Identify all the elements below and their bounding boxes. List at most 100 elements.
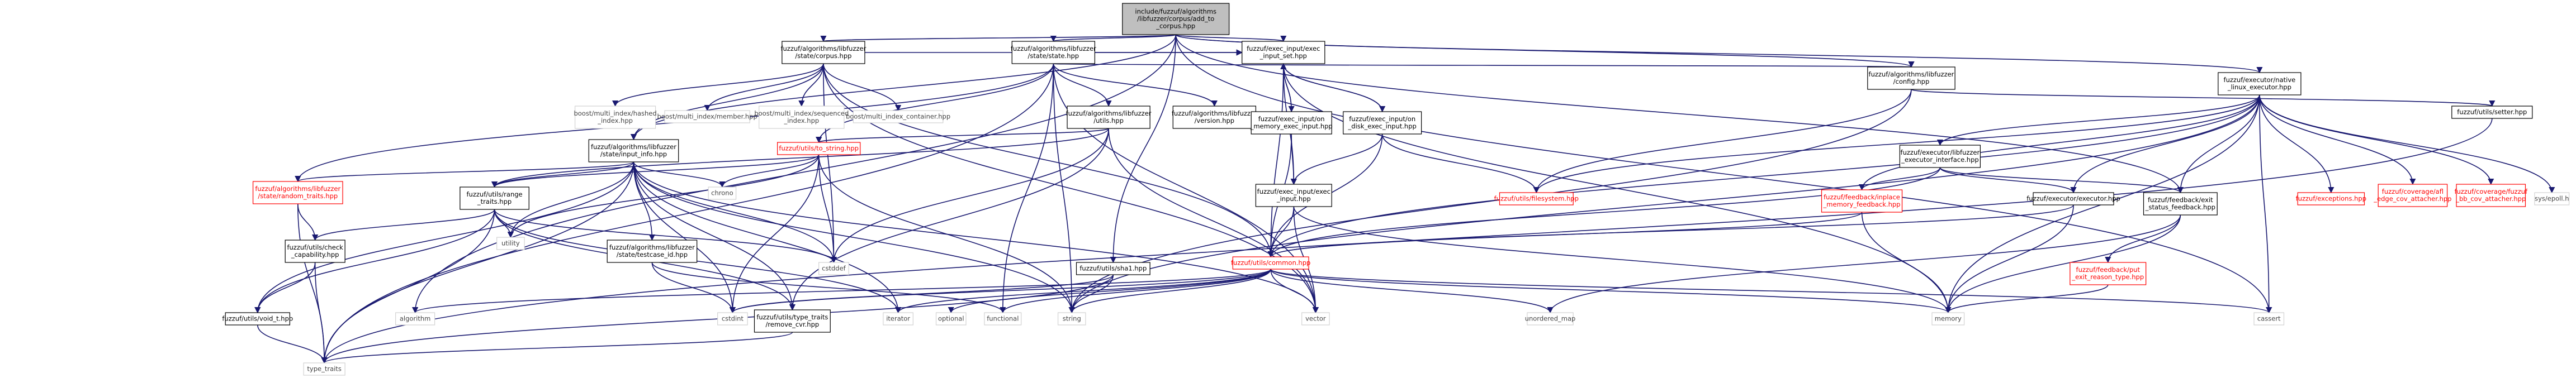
node-executor-if[interactable]: fuzzuf/executor/libfuzzer_executor_inter… — [1899, 145, 1981, 168]
edge-input-info-to-random-traits — [295, 161, 634, 183]
node-label: fuzzuf/utils/void_t.hpp — [222, 315, 293, 323]
node-corpus[interactable]: fuzzuf/algorithms/libfuzzer/state/corpus… — [780, 41, 866, 64]
node-version[interactable]: fuzzuf/algorithms/libfuzzer/version.hpp — [1172, 106, 1257, 129]
edge-common-to-optional — [948, 269, 1271, 314]
node-mi-container: boost/multi_index_container.hpp — [846, 110, 950, 123]
node-label: fuzzuf/utils/range — [467, 190, 523, 198]
node-box — [460, 186, 529, 210]
node-exceptions[interactable]: fuzzuf/exceptions.hpp — [2296, 192, 2366, 205]
node-label: boost/multi_index/sequenced — [754, 109, 849, 117]
edge-executor-if-to-inplace-fb — [1858, 167, 1941, 191]
edge-execinput-set-to-common — [1267, 63, 1284, 258]
edge-exit-status-fb-to-exit-reason — [2105, 214, 2181, 264]
node-box — [2378, 184, 2448, 207]
node-label: /remove_cvr.hpp — [766, 320, 820, 328]
edge-disk-exec-input-to-execinput-set — [1280, 63, 1383, 112]
node-box — [883, 312, 913, 326]
node-range-traits[interactable]: fuzzuf/utils/range_traits.hpp — [460, 186, 529, 210]
node-label: fuzzuf/algorithms/libfuzzer — [609, 243, 695, 251]
node-label: _exit_reason_type.hpp — [2071, 273, 2144, 281]
edge-range-traits-to-void-t — [254, 209, 495, 314]
edge-native-linux-to-afl-edge — [2259, 94, 2416, 185]
node-label: _edge_cov_attacher.hpp — [2373, 195, 2451, 203]
node-label: fuzzuf/algorithms/libfuzzer — [1066, 109, 1152, 117]
edge-executor-if-to-executor — [1939, 167, 2077, 194]
node-exit-reason[interactable]: fuzzuf/feedback/put_exit_reason_type.hpp — [2070, 262, 2147, 285]
edge-corpus-to-common — [823, 63, 1274, 258]
node-label: functional — [987, 315, 1019, 323]
edge-common-to-unordered-map — [1270, 269, 1554, 314]
node-native-linux[interactable]: fuzzuf/executor/native_linux_executor.hp… — [2218, 72, 2302, 95]
node-box — [1251, 111, 1332, 135]
node-fuzzuf-bb[interactable]: fuzzuf/coverage/fuzzuf_bb_cov_attacher.h… — [2454, 184, 2528, 207]
node-filesystem[interactable]: fuzzuf/utils/filesystem.hpp — [1494, 192, 1579, 205]
edge-testcase-id-to-cstdint — [651, 262, 736, 314]
node-disk-exec-input[interactable]: fuzzuf/exec_input/on_disk_exec_input.hpp — [1343, 111, 1422, 135]
edge-to-string-to-cstdint — [729, 154, 820, 314]
node-box — [708, 186, 737, 200]
edge-input-info-to-void-t — [254, 161, 634, 314]
node-box — [225, 312, 291, 326]
node-afl-edge[interactable]: fuzzuf/coverage/afl_edge_cov_attacher.hp… — [2373, 184, 2451, 207]
edge-native-linux-to-exit-status-fb — [2177, 94, 2260, 194]
node-common[interactable]: fuzzuf/utils/common.hpp — [1231, 256, 1310, 270]
node-lf-utils[interactable]: fuzzuf/algorithms/libfuzzer/utils.hpp — [1066, 106, 1152, 129]
node-box — [1067, 106, 1150, 129]
node-testcase-id[interactable]: fuzzuf/algorithms/libfuzzer/state/testca… — [607, 240, 698, 263]
node-label: _input.hpp — [1276, 195, 1311, 203]
node-input-info[interactable]: fuzzuf/algorithms/libfuzzer/state/input_… — [588, 139, 679, 162]
node-box — [777, 142, 861, 155]
node-config[interactable]: fuzzuf/algorithms/libfuzzer/config.hpp — [1867, 66, 1955, 90]
node-cstddef: cstddef — [818, 262, 849, 275]
node-box — [759, 106, 845, 129]
edge-common-to-cstdint — [730, 269, 1271, 314]
node-label: _capability.hpp — [291, 251, 339, 259]
node-box — [2534, 192, 2570, 205]
node-label: fuzzuf/utils/to_string.hpp — [779, 145, 859, 152]
node-label: _linux_executor.hpp — [2227, 83, 2291, 91]
node-chrono: chrono — [708, 186, 737, 200]
edge-layer — [254, 34, 2555, 364]
edge-exit-reason-to-memory — [1945, 284, 2109, 314]
node-label: fuzzuf/coverage/afl — [2382, 188, 2444, 195]
node-label: fuzzuf/utils/setter.hpp — [2457, 108, 2527, 116]
node-box — [2218, 72, 2302, 95]
node-box — [252, 181, 343, 204]
node-to-string[interactable]: fuzzuf/utils/to_string.hpp — [777, 142, 861, 155]
edge-root-to-native-linux — [1175, 34, 2262, 74]
node-label: chrono — [711, 189, 733, 197]
edge-root-to-corpus — [821, 34, 1177, 42]
node-inplace-fb[interactable]: fuzzuf/feedback/inplace_memory_feedback.… — [1821, 189, 1903, 213]
node-exec-input[interactable]: fuzzuf/exec_input/exec_input.hpp — [1255, 184, 1332, 207]
node-state[interactable]: fuzzuf/algorithms/libfuzzer/state/state.… — [1011, 41, 1096, 64]
edge-common-to-cassert — [1270, 269, 2272, 314]
node-box — [935, 312, 967, 326]
node-root[interactable]: include/fuzzuf/algorithms/libfuzzer/corp… — [1122, 3, 1230, 35]
edge-root-to-execinput-set — [1175, 34, 1287, 42]
node-box — [1057, 312, 1086, 326]
node-utils-setter[interactable]: fuzzuf/utils/setter.hpp — [2451, 106, 2533, 119]
node-void-t[interactable]: fuzzuf/utils/void_t.hpp — [222, 312, 293, 326]
node-string: string — [1057, 312, 1086, 326]
node-sha1[interactable]: fuzzuf/utils/sha1.hpp — [1076, 262, 1150, 275]
node-box — [1821, 189, 1903, 213]
edge-lf-utils-to-remove-cvr — [789, 128, 1109, 311]
node-label: _memory_exec_input.hpp — [1250, 122, 1333, 130]
edge-to-string-to-chrono — [719, 154, 820, 188]
node-exit-status-fb[interactable]: fuzzuf/feedback/exit_status_feedback.hpp — [2143, 192, 2218, 216]
node-random-traits[interactable]: fuzzuf/algorithms/libfuzzer/state/random… — [252, 181, 343, 204]
node-box — [2451, 106, 2533, 119]
node-mi-sequenced: boost/multi_index/sequenced_index.hpp — [754, 106, 849, 129]
node-execinput-set[interactable]: fuzzuf/exec_input/exec_input_set.hpp — [1242, 41, 1325, 64]
node-label: /state/state.hpp — [1028, 52, 1079, 60]
node-label: fuzzuf/algorithms/libfuzzer — [255, 185, 340, 193]
node-executor[interactable]: fuzzuf/executor/executor.hpp — [2026, 192, 2120, 205]
edge-mem-exec-input-to-execinput-set — [1280, 63, 1292, 112]
node-label: fuzzuf/exec_input/exec — [1257, 188, 1330, 195]
edge-check-cap-to-void-t — [254, 262, 316, 314]
node-label: boost/multi_index_container.hpp — [846, 113, 950, 121]
node-remove-cvr[interactable]: fuzzuf/utils/type_traits/remove_cvr.hpp — [754, 309, 831, 333]
node-check-cap[interactable]: fuzzuf/utils/check_capability.hpp — [285, 240, 345, 263]
node-mem-exec-input[interactable]: fuzzuf/exec_input/on_memory_exec_input.h… — [1250, 111, 1333, 135]
